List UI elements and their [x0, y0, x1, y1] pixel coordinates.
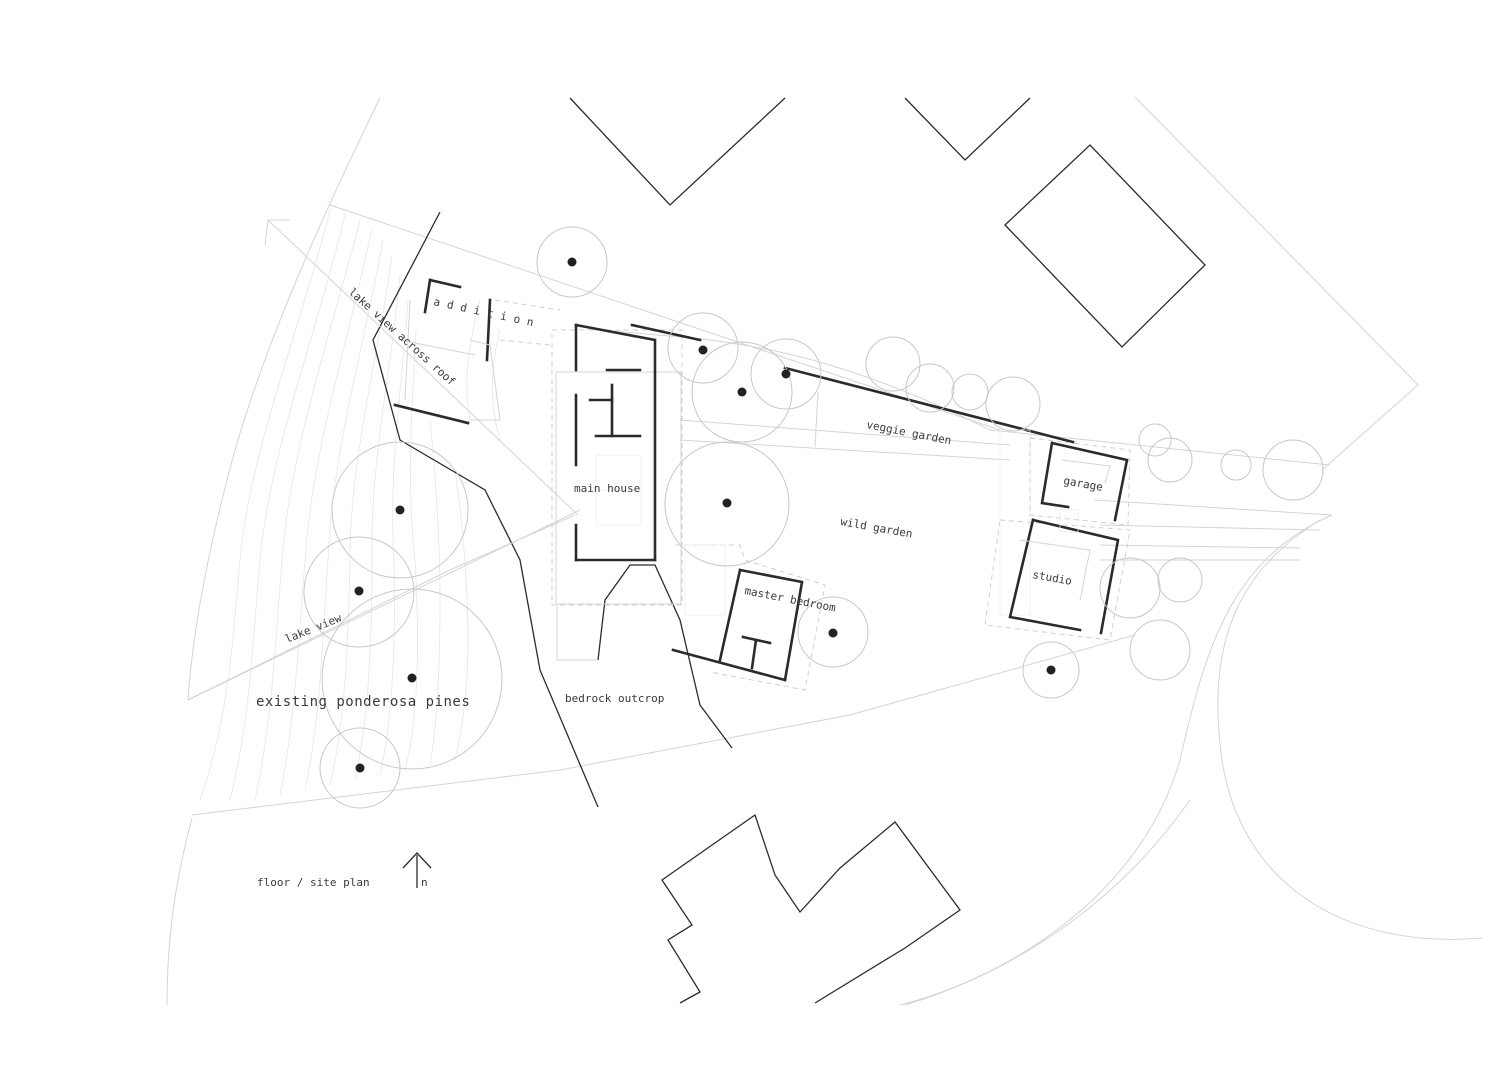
label-wild-garden: wild garden [839, 515, 913, 540]
addition-plan [393, 278, 561, 425]
label-addition: addition [432, 295, 541, 330]
view-lines [187, 219, 581, 701]
label-bedrock-outcrop: bedrock outcrop [565, 692, 664, 705]
main-house-plan [551, 323, 702, 661]
terrain-contours [199, 209, 501, 801]
trees [303, 226, 1324, 809]
label-floor-site-plan: floor / site plan [257, 876, 370, 889]
north-arrow [402, 852, 432, 888]
label-north: n [421, 876, 428, 889]
label-studio: studio [1031, 568, 1072, 588]
studio-plan [984, 509, 1131, 641]
neighbor-buildings [569, 97, 1206, 1004]
label-veggie-garden: veggie garden [865, 418, 952, 447]
property-lines [166, 96, 1483, 1006]
label-existing-ponderosa-pines: existing ponderosa pines [256, 694, 470, 710]
label-master-bedroom: master bedroom [743, 584, 837, 615]
master-bedroom-plan [671, 544, 826, 691]
bedrock-outcrop-lines [372, 211, 733, 808]
label-garage: garage [1062, 474, 1103, 494]
garage-plan [1029, 437, 1131, 526]
label-main-house: main house [574, 482, 640, 495]
